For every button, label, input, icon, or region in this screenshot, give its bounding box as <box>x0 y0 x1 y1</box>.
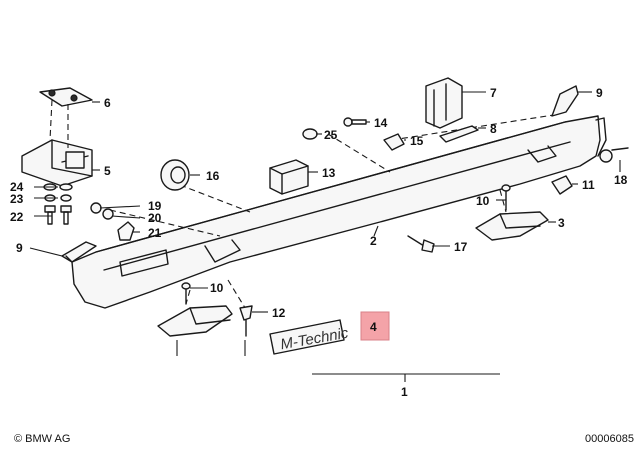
side-skirt <box>71 115 607 309</box>
callout-24: 24 <box>10 180 24 194</box>
lamp-housing-lower <box>157 282 233 337</box>
callout-6: 6 <box>104 96 111 110</box>
grommet-16 <box>160 159 190 191</box>
clip-13 <box>269 159 309 195</box>
callout-9-right: 9 <box>596 86 603 100</box>
callout-23: 23 <box>10 192 24 206</box>
clip-9-right <box>551 85 579 117</box>
plate-6 <box>39 87 93 148</box>
callout-12: 12 <box>272 306 286 320</box>
callout-4: 4 <box>370 320 377 334</box>
callout-16: 16 <box>206 169 220 183</box>
callout-4-highlight: 4 <box>360 311 390 341</box>
callout-8: 8 <box>490 122 497 136</box>
callout-13: 13 <box>322 166 336 180</box>
screw-17 <box>407 235 435 253</box>
callout-7: 7 <box>490 86 497 100</box>
callout-11: 11 <box>582 178 595 192</box>
fasteners-14-15-25 <box>302 117 405 151</box>
bracket-7 <box>425 77 463 129</box>
callout-10-left: 10 <box>210 281 224 295</box>
callout-19: 19 <box>148 199 162 213</box>
callouts: 6 5 24 23 22 9 19 20 21 16 13 14 15 25 7… <box>10 86 628 399</box>
bracket-5 <box>21 139 93 187</box>
fasteners-19-21 <box>90 202 135 241</box>
callout-22: 22 <box>10 210 24 224</box>
m-technic-badge: M-Technic <box>269 319 350 355</box>
callout-1: 1 <box>401 385 408 399</box>
callout-3: 3 <box>558 216 565 230</box>
leader-lines <box>29 91 621 313</box>
callout-17: 17 <box>454 240 468 254</box>
rivet-12 <box>239 305 253 337</box>
strip-8 <box>439 125 479 143</box>
callout-10-right: 10 <box>476 194 490 208</box>
callout-18: 18 <box>614 173 628 187</box>
document-number: 00006085 <box>585 433 634 445</box>
copyright-text: © BMW AG <box>14 433 71 445</box>
callout-25: 25 <box>324 128 338 142</box>
callout-20: 20 <box>148 211 162 225</box>
callout-14: 14 <box>374 116 388 130</box>
fasteners-22-24 <box>43 183 73 225</box>
callout-21: 21 <box>148 226 162 240</box>
clip-9-left <box>61 241 97 263</box>
callout-9-left: 9 <box>16 241 23 255</box>
fasteners-right <box>475 147 629 241</box>
assembly-bracket-1 <box>176 340 500 382</box>
callout-5: 5 <box>104 164 111 178</box>
callout-15: 15 <box>410 134 424 148</box>
callout-2: 2 <box>370 234 377 248</box>
